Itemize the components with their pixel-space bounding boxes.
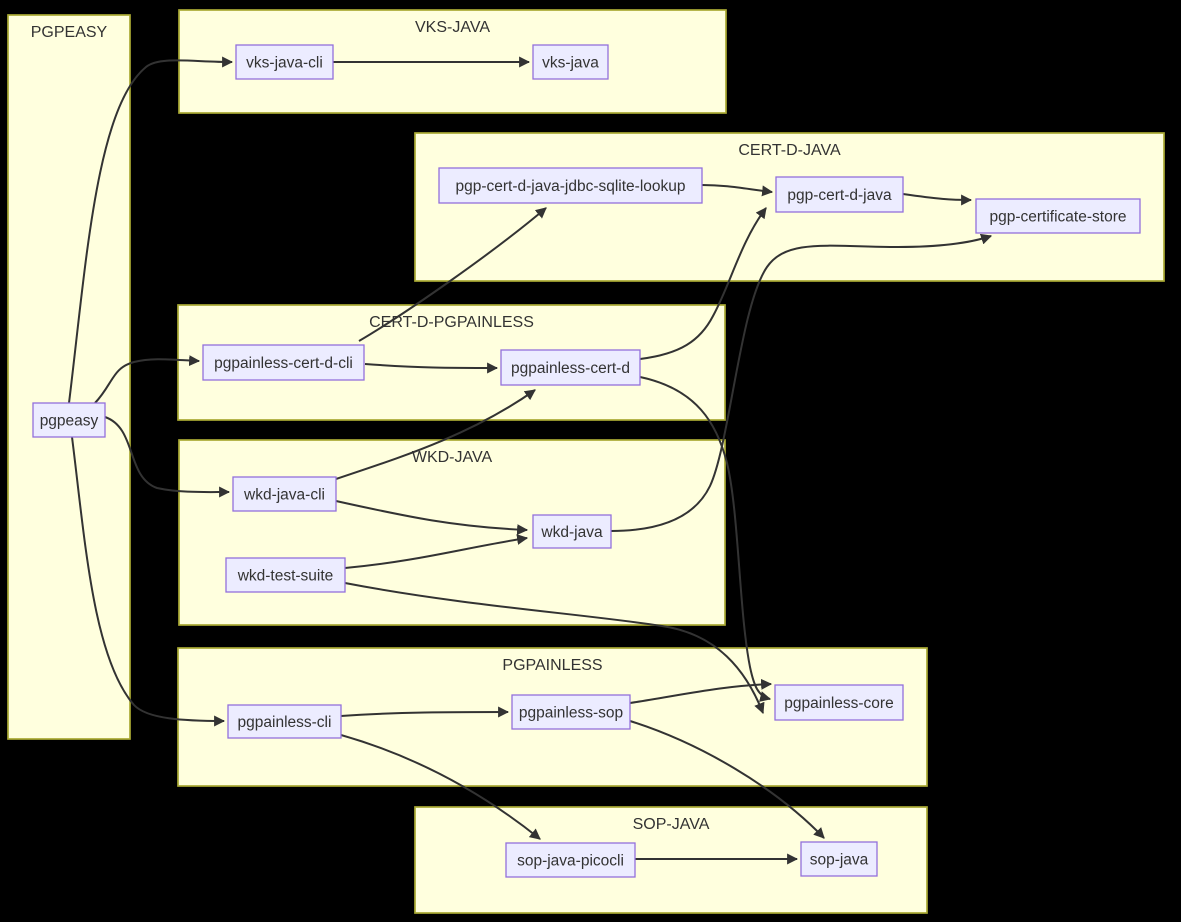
node-pgpeasy: pgpeasy [32, 402, 106, 438]
node-label-vks-java-cli: vks-java-cli [246, 55, 323, 72]
node-wkd-java-cli: wkd-java-cli [232, 476, 337, 512]
edge-wkd-java-cli-to-wkd-java [335, 500, 529, 536]
cluster-box-WKD-JAVA [178, 439, 726, 626]
node-label-pgpainless-cli: pgpainless-cli [238, 714, 332, 731]
cluster-box-PGPEASY [7, 14, 131, 740]
node-box-pgpainless-core [774, 684, 904, 721]
edge-pgpainless-sop-to-sop-java [629, 720, 825, 839]
edge-pgpeasy-to-vks-java-cli [68, 56, 234, 404]
node-label-pgpainless-sop: pgpainless-sop [519, 705, 623, 722]
node-label-pgp-cert-d-java: pgp-cert-d-java [787, 187, 892, 204]
node-box-pgp-cert-d-java [775, 176, 904, 213]
node-pgpainless-cert-d-cli: pgpainless-cert-d-cli [202, 344, 365, 381]
node-label-wkd-test-suite: wkd-test-suite [237, 568, 334, 585]
edge-pgp-cert-d-java-jdbc-sqlite-lookup-to-pgp-cert-d-java [701, 184, 774, 197]
node-pgp-cert-d-java-jdbc-sqlite-lookup: pgp-cert-d-java-jdbc-sqlite-lookup [438, 167, 703, 204]
cluster-title-VKS-JAVA: VKS-JAVA [415, 19, 490, 36]
node-box-wkd-test-suite [225, 557, 346, 593]
node-label-sop-java: sop-java [810, 852, 869, 869]
edge-pgpeasy-to-pgpainless-cert-d-cli [94, 355, 201, 404]
edge-pgpainless-cli-to-sop-java-picocli [340, 734, 541, 840]
edge-pgpainless-cert-d-to-pgp-cert-d-java [639, 207, 767, 360]
node-box-pgpainless-cert-d [500, 349, 641, 386]
edge-wkd-test-suite-to-wkd-java [344, 534, 529, 569]
node-pgpainless-cli: pgpainless-cli [227, 704, 342, 739]
node-box-wkd-java-cli [232, 476, 337, 512]
cluster-title-WKD-JAVA: WKD-JAVA [412, 449, 493, 466]
cluster-title-CERT-D-JAVA: CERT-D-JAVA [738, 142, 841, 159]
cluster-title-SOP-JAVA: SOP-JAVA [633, 816, 710, 833]
node-box-vks-java-cli [235, 44, 334, 80]
node-box-pgp-certificate-store [975, 198, 1141, 234]
edge-wkd-java-to-pgp-certificate-store [610, 233, 993, 532]
cluster-title-CERT-D-PGPAINLESS: CERT-D-PGPAINLESS [369, 314, 534, 331]
node-vks-java: vks-java [532, 44, 609, 80]
edge-pgpeasy-to-wkd-java-cli [104, 416, 231, 498]
node-pgpainless-core: pgpainless-core [774, 684, 904, 721]
edge-pgpainless-cert-d-cli-to-pgp-cert-d-java-jdbc-sqlite-lookup [358, 207, 547, 342]
edge-pgpainless-sop-to-pgpainless-core [629, 678, 773, 704]
node-pgpainless-sop: pgpainless-sop [511, 694, 631, 730]
node-box-pgpainless-cli [227, 704, 342, 739]
cluster-title-PGPAINLESS: PGPAINLESS [502, 657, 602, 674]
node-wkd-java: wkd-java [532, 514, 612, 549]
node-wkd-test-suite: wkd-test-suite [225, 557, 346, 593]
cluster-WKD-JAVA: WKD-JAVA [178, 439, 726, 626]
node-label-wkd-java-cli: wkd-java-cli [243, 487, 325, 504]
node-sop-java: sop-java [800, 841, 878, 877]
node-box-pgpainless-sop [511, 694, 631, 730]
node-vks-java-cli: vks-java-cli [235, 44, 334, 80]
node-label-pgp-certificate-store: pgp-certificate-store [990, 209, 1127, 226]
edge-wkd-test-suite-to-pgpainless-core [344, 582, 765, 715]
node-pgp-certificate-store: pgp-certificate-store [975, 198, 1141, 234]
node-label-pgpainless-cert-d-cli: pgpainless-cert-d-cli [214, 355, 353, 372]
node-label-wkd-java: wkd-java [540, 524, 603, 541]
node-sop-java-picocli: sop-java-picocli [505, 842, 636, 878]
edge-wkd-java-cli-to-pgpainless-cert-d [335, 389, 536, 480]
node-box-vks-java [532, 44, 609, 80]
edge-pgpeasy-to-pgpainless-cli [71, 436, 226, 727]
node-box-pgpainless-cert-d-cli [202, 344, 365, 381]
node-label-pgpainless-cert-d: pgpainless-cert-d [511, 360, 630, 377]
node-label-pgpainless-core: pgpainless-core [784, 695, 893, 712]
node-label-vks-java: vks-java [542, 55, 599, 72]
node-box-wkd-java [532, 514, 612, 549]
node-box-pgpeasy [32, 402, 106, 438]
cluster-title-PGPEASY: PGPEASY [31, 24, 108, 41]
node-pgpainless-cert-d: pgpainless-cert-d [500, 349, 641, 386]
node-pgp-cert-d-java: pgp-cert-d-java [775, 176, 904, 213]
edge-pgpainless-cert-d-to-pgpainless-core [639, 376, 772, 702]
node-box-sop-java-picocli [505, 842, 636, 878]
node-label-sop-java-picocli: sop-java-picocli [517, 853, 624, 870]
node-box-sop-java [800, 841, 878, 877]
cluster-PGPEASY: PGPEASY [7, 14, 131, 740]
node-box-pgp-cert-d-java-jdbc-sqlite-lookup [438, 167, 703, 204]
node-label-pgp-cert-d-java-jdbc-sqlite-lookup: pgp-cert-d-java-jdbc-sqlite-lookup [455, 178, 685, 195]
node-label-pgpeasy: pgpeasy [40, 413, 99, 430]
edge-pgpainless-cert-d-cli-to-pgpainless-cert-d [364, 362, 499, 374]
edge-pgp-cert-d-java-to-pgp-certificate-store [902, 193, 973, 206]
edge-pgpainless-cli-to-pgpainless-sop [340, 706, 510, 718]
